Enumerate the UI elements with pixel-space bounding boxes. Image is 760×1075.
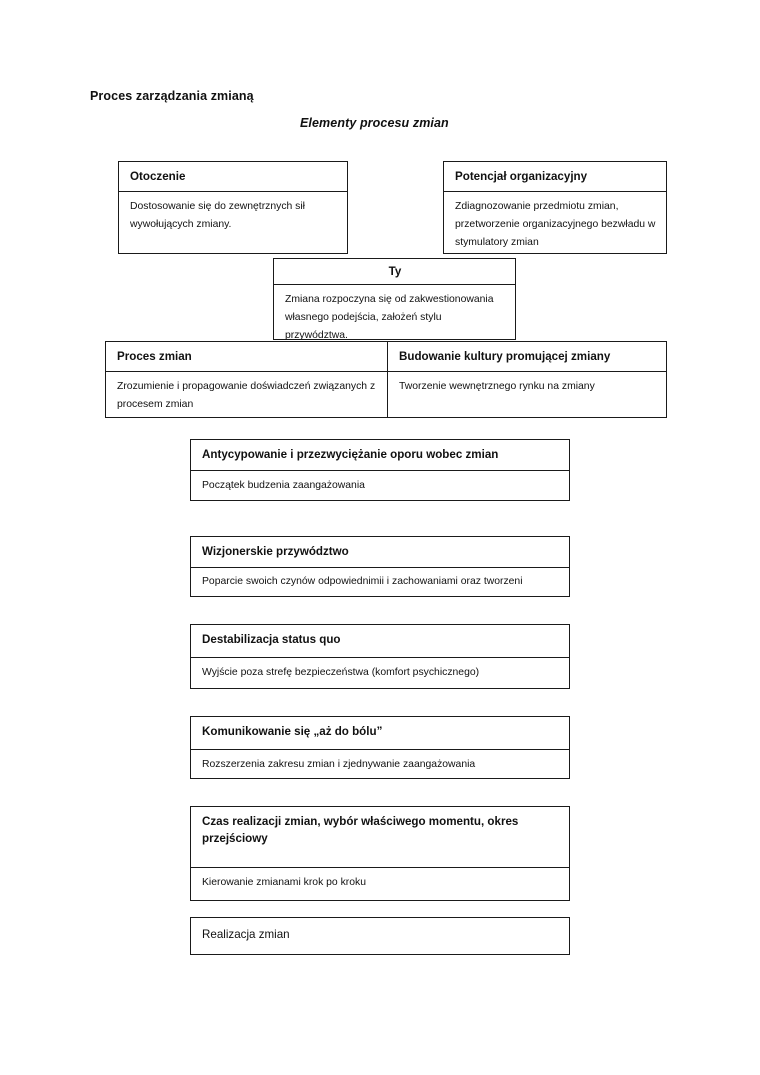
box-czas-realizacji-zmian: Czas realizacji zmian, wybór właściwego … (190, 806, 570, 901)
box-budowanie-kultury: Budowanie kultury promującej zmiany Twor… (387, 341, 667, 418)
box-czas-realizacji-zmian-header: Czas realizacji zmian, wybór właściwego … (191, 807, 569, 868)
box-budowanie-kultury-body: Tworzenie wewnętrznego rynku na zmiany (399, 381, 595, 392)
box-antycypowanie-body: Początek budzenia zaangażowania (202, 480, 365, 491)
box-ty: Ty Zmiana rozpoczyna się od zakwestionow… (273, 258, 516, 340)
box-otoczenie-header: Otoczenie (119, 162, 347, 192)
box-ty-body: Zmiana rozpoczyna się od zakwestionowani… (285, 294, 494, 340)
box-antycypowanie: Antycypowanie i przezwyciężanie oporu wo… (190, 439, 570, 501)
box-komunikowanie-sie: Komunikowanie się „aż do bólu” Rozszerze… (190, 716, 570, 779)
box-destabilizacja-status-quo-header: Destabilizacja status quo (191, 625, 569, 658)
box-budowanie-kultury-header: Budowanie kultury promującej zmiany (388, 342, 666, 372)
page-title: Proces zarządzania zmianą (90, 89, 254, 103)
diagram-subtitle: Elementy procesu zmian (300, 116, 449, 130)
box-potencjal-organizacyjny: Potencjał organizacyjny Zdiagnozowanie p… (443, 161, 667, 254)
box-wizjonerskie-przywodztwo-body: Poparcie swoich czynów odpowiednimii i z… (202, 576, 523, 587)
box-antycypowanie-header: Antycypowanie i przezwyciężanie oporu wo… (191, 440, 569, 471)
box-proces-zmian: Proces zmian Zrozumienie i propagowanie … (105, 341, 388, 418)
box-realizacja-zmian: Realizacja zmian (190, 917, 570, 955)
box-destabilizacja-status-quo: Destabilizacja status quo Wyjście poza s… (190, 624, 570, 689)
box-potencjal-organizacyjny-header: Potencjał organizacyjny (444, 162, 666, 192)
box-potencjal-organizacyjny-body: Zdiagnozowanie przedmiotu zmian, przetwo… (455, 201, 656, 248)
box-wizjonerskie-przywodztwo-header: Wizjonerskie przywództwo (191, 537, 569, 568)
box-proces-zmian-header: Proces zmian (106, 342, 387, 372)
box-komunikowanie-sie-header: Komunikowanie się „aż do bólu” (191, 717, 569, 750)
box-otoczenie-body: Dostosowanie się do zewnętrznych sił wyw… (130, 201, 305, 230)
box-proces-zmian-body: Zrozumienie i propagowanie doświadczeń z… (117, 381, 376, 410)
box-destabilizacja-status-quo-body: Wyjście poza strefę bezpieczeństwa (komf… (202, 667, 480, 678)
box-otoczenie: Otoczenie Dostosowanie się do zewnętrzny… (118, 161, 348, 254)
box-wizjonerskie-przywodztwo: Wizjonerskie przywództwo Poparcie swoich… (190, 536, 570, 597)
box-komunikowanie-sie-body: Rozszerzenia zakresu zmian i zjednywanie… (202, 759, 476, 770)
box-ty-header: Ty (274, 259, 515, 285)
box-realizacja-zmian-label: Realizacja zmian (202, 928, 290, 941)
box-czas-realizacji-zmian-body: Kierowanie zmianami krok po kroku (202, 877, 367, 888)
